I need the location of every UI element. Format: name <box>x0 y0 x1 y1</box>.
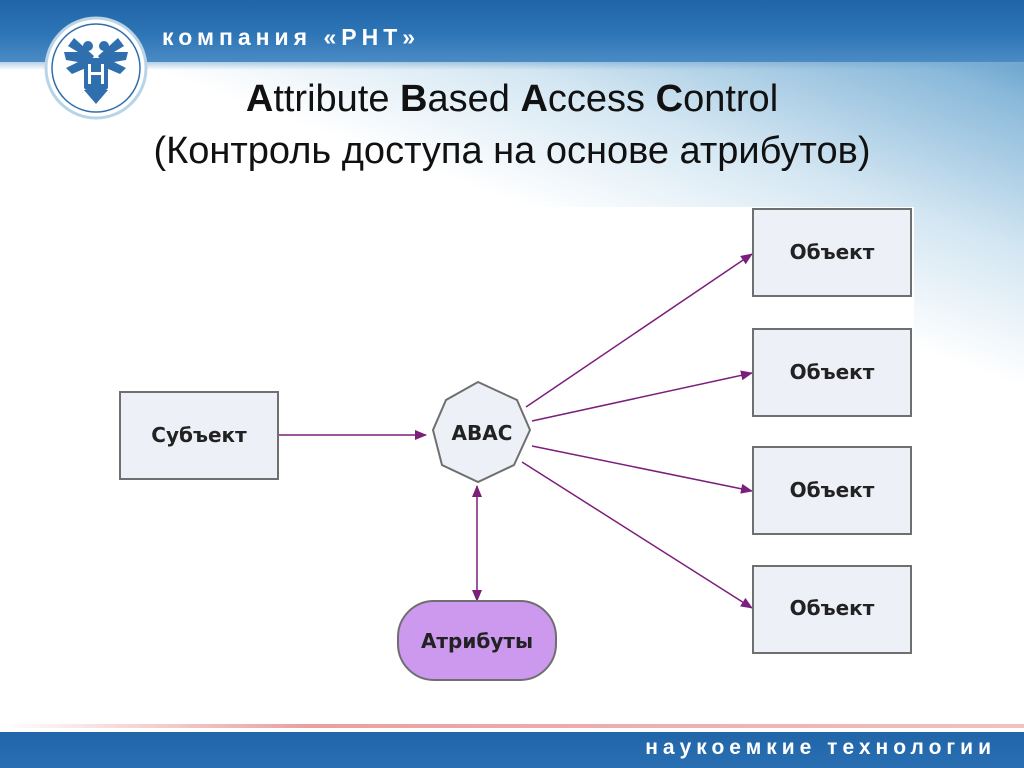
title-initial: A <box>245 78 274 120</box>
arrow-abac-to-object-1 <box>525 253 753 408</box>
title-initial: A <box>520 78 548 120</box>
object-node-4: Объект <box>752 565 912 654</box>
footer-accent-line <box>0 724 1024 728</box>
title-word-rest: ontrol <box>683 78 779 120</box>
object-label: Объект <box>790 360 875 384</box>
subject-node: Субъект <box>119 391 279 480</box>
abac-label: ABAC <box>452 421 513 445</box>
footer-divider <box>0 728 1024 732</box>
title-word-rest: ased <box>427 78 521 120</box>
attributes-label: Атрибуты <box>421 629 533 653</box>
footer-band <box>0 732 1024 768</box>
company-name: компания «РНТ» <box>162 24 421 50</box>
header-band-fade <box>0 62 1024 70</box>
header-band <box>0 0 1024 62</box>
arrow-abac-to-object-3 <box>531 445 753 494</box>
object-node-1: Объект <box>752 208 912 297</box>
slide-title-parts: Attribute Based Access Control <box>246 78 778 120</box>
object-label: Объект <box>790 478 875 502</box>
subject-label: Субъект <box>151 423 247 447</box>
title-initial: B <box>400 78 428 120</box>
attributes-node: Атрибуты <box>397 600 557 681</box>
arrow-abac-to-object-2 <box>531 370 753 422</box>
footer-tagline: наукоемкие технологии <box>645 736 996 759</box>
abac-node: ABAC <box>431 380 532 484</box>
title-word-rest: ttribute <box>273 78 401 120</box>
slide-subtitle: (Контроль доступа на основе атрибутов) <box>153 130 871 172</box>
object-node-3: Объект <box>752 446 912 535</box>
object-label: Объект <box>790 240 875 264</box>
object-node-2: Объект <box>752 328 912 417</box>
title-word-rest: ccess <box>547 78 656 120</box>
company-logo-icon <box>44 16 148 120</box>
object-label: Объект <box>790 596 875 620</box>
slide-title: Attribute Based Access Control <box>0 78 1024 121</box>
title-initial: C <box>655 78 684 120</box>
arrow-abac-to-object-4 <box>521 461 753 609</box>
